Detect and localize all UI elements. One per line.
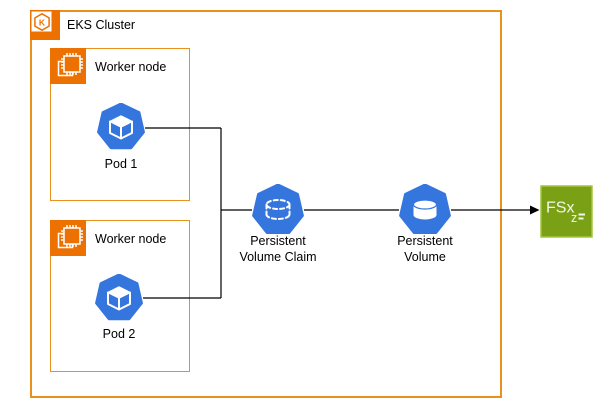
worker-node-2-label: Worker node bbox=[95, 232, 167, 246]
fsx-openzfs-icon: FSx z bbox=[540, 185, 593, 238]
eks-cluster-label: EKS Cluster bbox=[67, 18, 136, 32]
eks-cluster-icon: K bbox=[30, 10, 60, 40]
fsx-dash-top bbox=[578, 213, 585, 216]
pod-1-label: Pod 1 bbox=[104, 157, 138, 171]
fsx-label-text: FSx bbox=[546, 200, 574, 217]
pod-2-icon bbox=[95, 274, 143, 321]
worker-node-1-label: Worker node bbox=[95, 60, 167, 74]
persistent-volume-label: Persistent Volume bbox=[365, 233, 485, 265]
fsx-dash-bottom bbox=[578, 217, 584, 220]
persistent-volume-icon bbox=[399, 184, 451, 235]
persistent-volume-claim-icon bbox=[252, 184, 304, 235]
eks-icon-letter: K bbox=[39, 17, 46, 27]
pod-1-icon bbox=[97, 103, 145, 150]
persistent-volume-claim-label: Persistent Volume Claim bbox=[218, 233, 338, 265]
eks-cluster-group bbox=[30, 10, 502, 398]
ec2-instance-icon bbox=[50, 48, 86, 84]
pvc-label-line2: Volume Claim bbox=[239, 250, 317, 264]
fsx-subscript-z: z bbox=[571, 211, 577, 225]
pv-label-line1: Persistent bbox=[397, 234, 453, 248]
pvc-label-line1: Persistent bbox=[250, 234, 306, 248]
pv-label-line2: Volume bbox=[404, 250, 446, 264]
ec2-instance-icon bbox=[50, 220, 86, 256]
pod-2-label: Pod 2 bbox=[102, 327, 136, 341]
worker-node-2-group: Worker node bbox=[50, 220, 190, 372]
worker-node-1-group: Worker node bbox=[50, 48, 190, 201]
arrowhead-to-fsx bbox=[530, 205, 540, 215]
